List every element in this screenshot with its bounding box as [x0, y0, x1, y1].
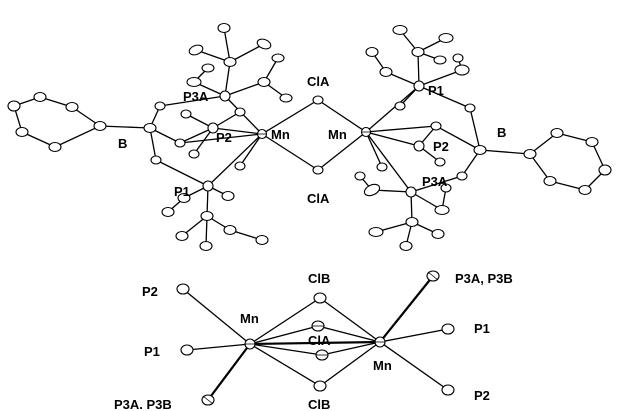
top-dimer-structure: ClA ClA Mn Mn B B P3A P2 P1 P1 P2 P3A [7, 22, 612, 252]
label-p3-right-bottom: P3A, P3B [455, 271, 513, 286]
label-p1-left: P1 [174, 184, 190, 199]
label-p2-left-bottom: P2 [142, 284, 158, 299]
label-p1-right: P1 [428, 83, 444, 98]
bottom-bonds [182, 275, 449, 401]
label-mn-right-bottom: Mn [373, 358, 392, 373]
label-p1-right-bottom: P1 [474, 321, 490, 336]
label-mn-right: Mn [328, 127, 347, 142]
bottom-atoms [176, 270, 455, 406]
label-b-left: B [118, 136, 127, 151]
bottom-labels: ClB ClA ClB Mn Mn P2 P1 P3A. P3B P3A, P3… [114, 271, 513, 411]
label-cla-bottom-core: ClA [308, 333, 331, 348]
top-labels: ClA ClA Mn Mn B B P3A P2 P1 P1 P2 P3A [118, 74, 506, 206]
top-bonds [13, 27, 606, 247]
label-mn-left: Mn [271, 127, 290, 142]
label-p3-left-bottom: P3A. P3B [114, 397, 172, 411]
label-b-right: B [497, 125, 506, 140]
label-cla-top: ClA [307, 74, 330, 89]
bottom-core-structure: ClB ClA ClB Mn Mn P2 P1 P3A. P3B P3A, P3… [114, 270, 513, 411]
label-cla-bottom: ClA [307, 191, 330, 206]
label-p3a-left: P3A [183, 89, 209, 104]
label-p3a-right: P3A [422, 174, 448, 189]
top-atoms [7, 22, 612, 252]
label-clb-bottom: ClB [308, 397, 330, 411]
label-p1-left-bottom: P1 [144, 344, 160, 359]
label-mn-left-bottom: Mn [240, 311, 259, 326]
label-p2-right: P2 [433, 139, 449, 154]
label-p2-right-bottom: P2 [474, 388, 490, 403]
label-p2-left: P2 [216, 130, 232, 145]
label-clb-top: ClB [308, 271, 330, 286]
